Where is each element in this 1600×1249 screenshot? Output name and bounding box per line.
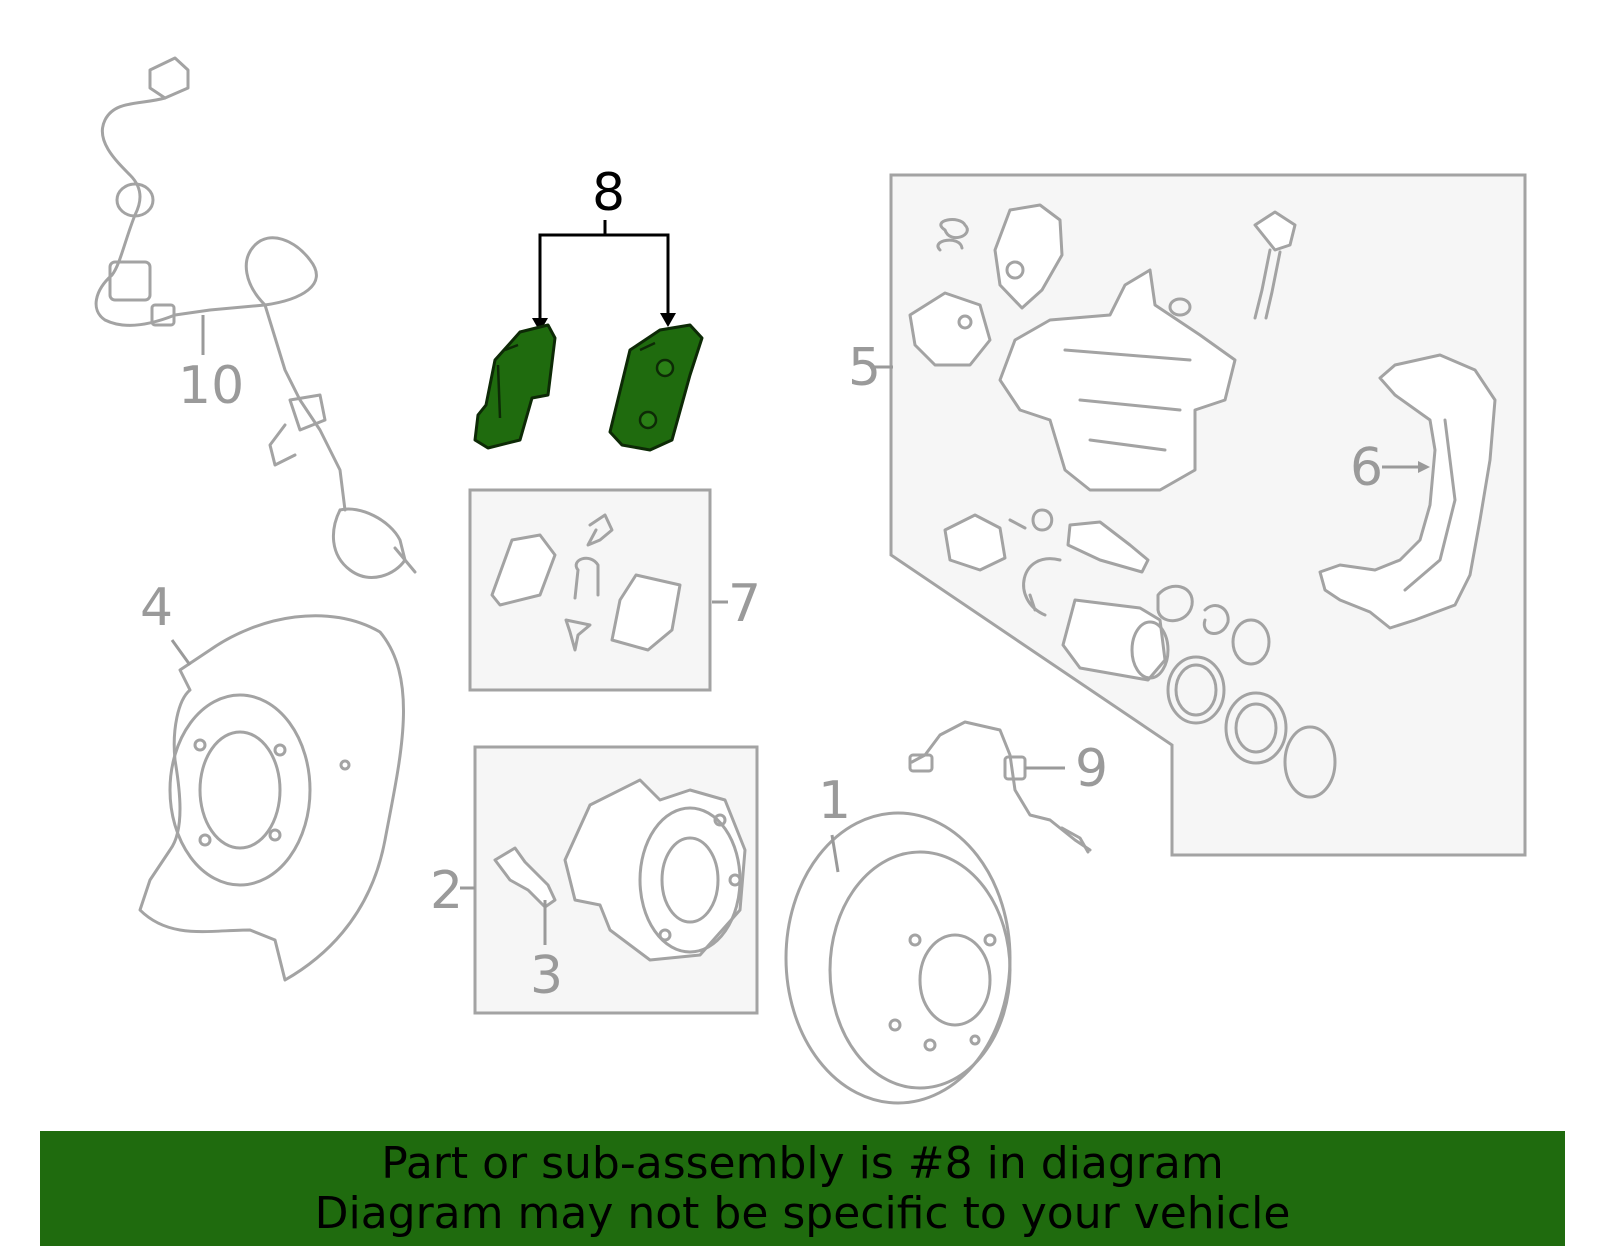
abs-sensor-harness-part-10[interactable] — [94, 56, 417, 579]
callout-10[interactable]: 10 — [178, 356, 244, 416]
brake-pad-outer-part-8[interactable] — [608, 323, 704, 452]
callout-8-bracket — [532, 220, 676, 332]
callout-4[interactable]: 4 — [140, 578, 173, 638]
callout-7[interactable]: 7 — [728, 574, 761, 634]
callout-1[interactable]: 1 — [818, 771, 851, 831]
callout-8[interactable]: 8 — [592, 163, 625, 223]
brake-rotor-part-1[interactable] — [784, 811, 1012, 1105]
hardware-kit-part-7[interactable] — [468, 488, 712, 692]
info-banner: Part or sub-assembly is #8 in diagram Di… — [40, 1131, 1565, 1246]
callout-5[interactable]: 5 — [848, 338, 881, 398]
brake-pad-inner-part-8[interactable] — [473, 323, 557, 450]
banner-line-2: Diagram may not be specific to your vehi… — [314, 1188, 1291, 1239]
leader-line-4 — [170, 639, 192, 666]
hub-bolt-part-3[interactable] — [493, 846, 557, 909]
caliper-assembly-part-5[interactable] — [889, 173, 1527, 857]
banner-line-1: Part or sub-assembly is #8 in diagram — [381, 1138, 1224, 1189]
callout-3[interactable]: 3 — [530, 946, 563, 1006]
callout-2[interactable]: 2 — [430, 861, 463, 921]
leader-line-1 — [830, 834, 840, 873]
callout-9[interactable]: 9 — [1075, 739, 1108, 799]
callout-6[interactable]: 6 — [1350, 438, 1383, 498]
dust-shield-part-4[interactable] — [138, 614, 405, 982]
caliper-bracket-part-6[interactable] — [1318, 353, 1497, 630]
